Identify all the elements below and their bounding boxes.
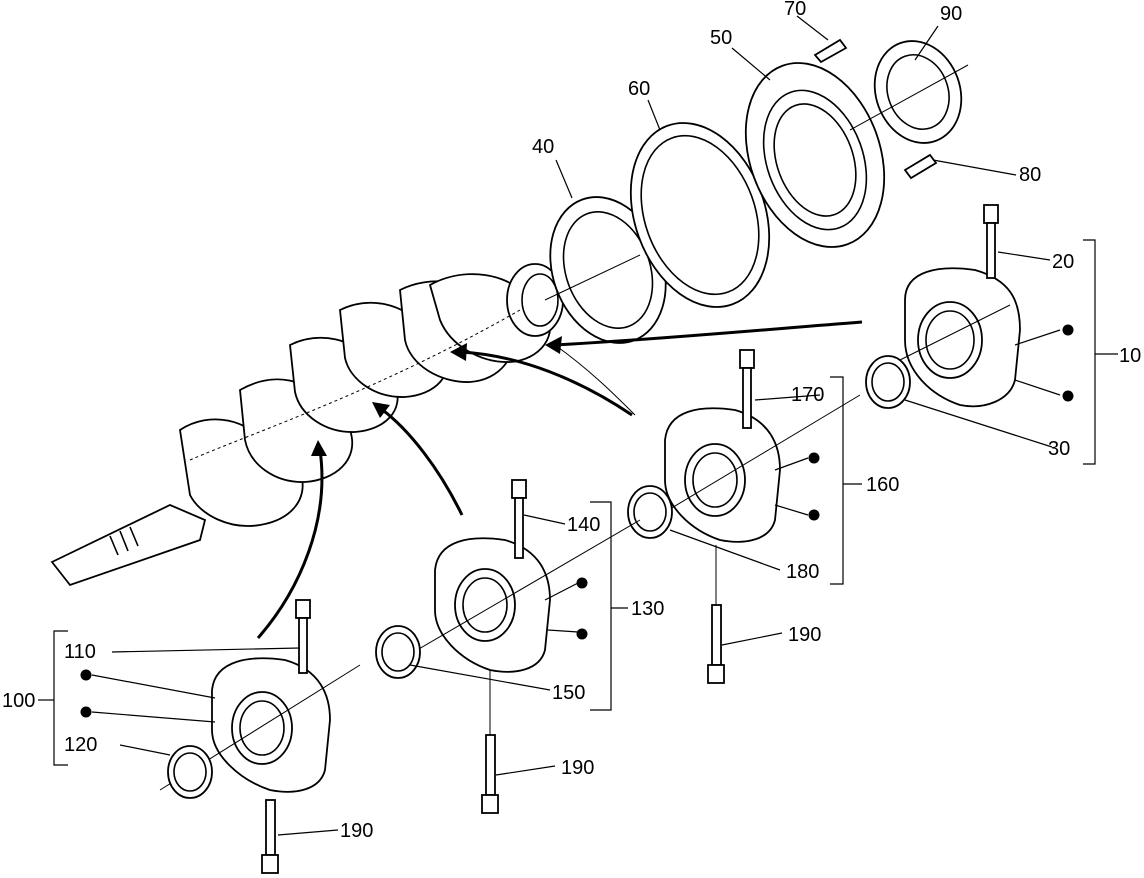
callout-190-b: 190 <box>788 624 821 646</box>
screw-70 <box>813 38 848 64</box>
callout-10: 10 <box>1119 345 1141 367</box>
callout-60: 60 <box>628 78 650 100</box>
callout-190-c: 190 <box>561 757 594 779</box>
bolt-190-a <box>261 799 279 874</box>
screw-80 <box>903 153 938 180</box>
cover-50 <box>744 62 886 248</box>
support-160 <box>659 394 861 543</box>
bracket-130 <box>590 501 628 711</box>
callout-120: 120 <box>64 734 97 756</box>
callout-30: 30 <box>1048 438 1070 460</box>
bushing-30 <box>865 355 911 409</box>
callout-160: 160 <box>866 474 899 496</box>
callout-80: 80 <box>1019 164 1041 186</box>
bracket-100 <box>38 630 68 766</box>
screw-110 <box>295 599 311 674</box>
callout-170: 170 <box>791 384 824 406</box>
support-100 <box>159 657 361 793</box>
callout-20: 20 <box>1052 251 1074 273</box>
leader-lines <box>91 15 1061 836</box>
callout-140: 140 <box>567 514 600 536</box>
screw-170 <box>739 349 755 429</box>
screw-20 <box>983 204 999 279</box>
callout-180: 180 <box>786 561 819 583</box>
callout-labels: 10 20 30 40 50 60 70 80 90 100 110 120 1… <box>2 0 1141 842</box>
bolt-190-b <box>707 545 725 684</box>
bracket-160 <box>830 376 862 585</box>
bushing-150 <box>375 625 421 679</box>
callout-100: 100 <box>2 690 35 712</box>
bushing-180 <box>627 485 673 539</box>
seal-90 <box>849 40 969 144</box>
support-10 <box>899 267 1021 408</box>
bracket-10 <box>1083 239 1118 465</box>
callout-130: 130 <box>631 598 664 620</box>
callout-150: 150 <box>552 682 585 704</box>
callout-90: 90 <box>940 3 962 25</box>
callout-40: 40 <box>532 136 554 158</box>
callout-70: 70 <box>784 0 806 20</box>
callout-190-a: 190 <box>340 820 373 842</box>
support-130 <box>399 519 641 673</box>
callout-50: 50 <box>710 27 732 49</box>
bushing-120 <box>167 745 213 799</box>
screw-140 <box>511 479 527 559</box>
gasket-60 <box>629 122 771 308</box>
crankshaft <box>50 263 564 587</box>
assembly-arrows <box>256 320 863 639</box>
callout-110: 110 <box>64 641 96 663</box>
reference-dots <box>80 324 1074 718</box>
bolt-190-c <box>481 670 499 814</box>
